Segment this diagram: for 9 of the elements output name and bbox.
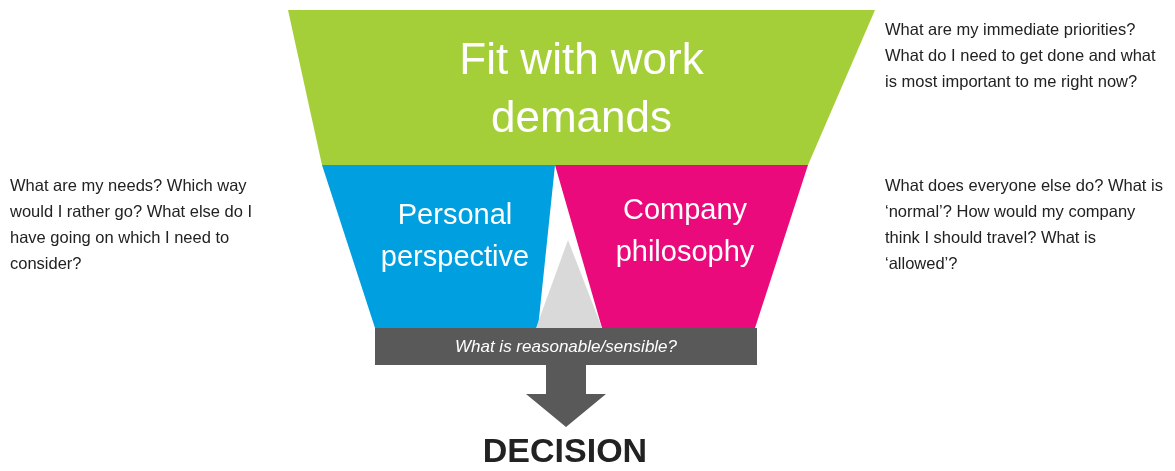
decision-label: DECISION [482,430,648,470]
block-arrow [526,365,606,427]
question-text: What is reasonable/sensible? [454,335,678,358]
section-title: Company philosophy [614,192,756,269]
section-title: Personal perspective [379,197,531,274]
section-title: Fit with work demands [458,32,705,143]
question-note: What does everyone else do? What is ‘normal’? How would my company think I should travel? What is ‘allowed’? [885,175,1164,274]
question-note: What are my needs? Which way would I rather go? What else do I have going on which I need to consider? [10,175,254,274]
question-note: What are my immediate priorities? What do I need to get done and what is most important to me right now? [885,19,1157,92]
